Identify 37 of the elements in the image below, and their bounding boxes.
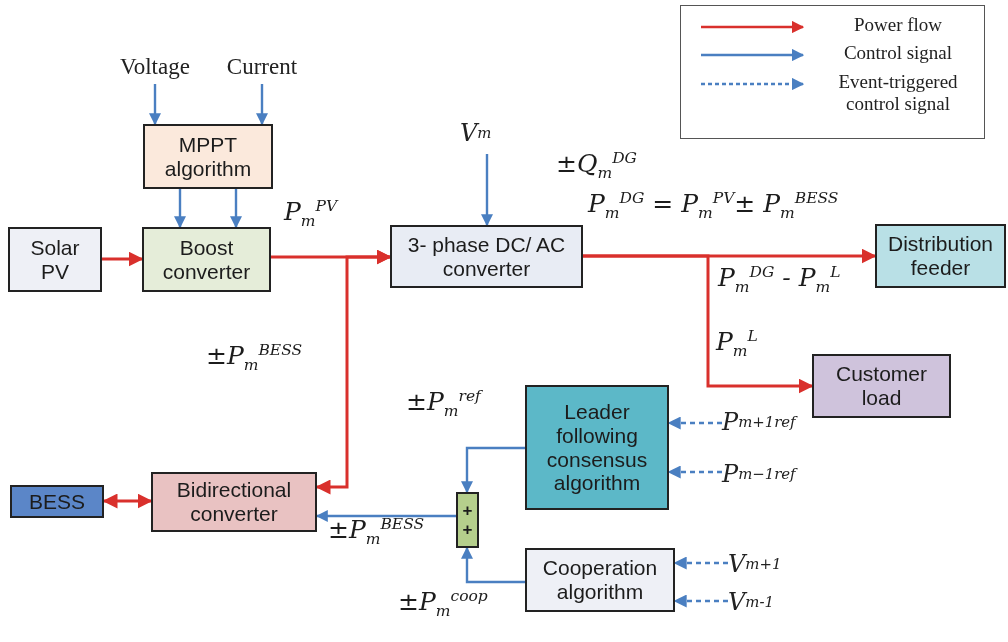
plus-sign: +: [462, 500, 473, 520]
box-label: Customer load: [835, 362, 928, 410]
process-box: [8, 227, 102, 292]
box-label: MPPT algorithm: [163, 133, 253, 180]
arrow: [149, 84, 161, 126]
process-box: [875, 224, 1006, 288]
legend-label: Power flow: [852, 14, 944, 37]
legend-label: Event-triggered control signal: [837, 70, 959, 116]
arrow: [461, 546, 525, 584]
plus-sign: +: [462, 520, 473, 540]
summing-block: [456, 492, 479, 548]
arrow: [102, 251, 144, 267]
process-box: [525, 548, 675, 612]
arrow: [461, 446, 525, 494]
process-box: [812, 354, 951, 418]
arrow: [256, 84, 268, 126]
process-box: [10, 485, 104, 518]
box-label: 3- phase DC/ AC converter: [406, 233, 567, 280]
box-label: Boost converter: [161, 236, 252, 283]
arrow: [583, 254, 814, 394]
box-label: BESS: [29, 489, 85, 514]
arrow: [230, 189, 242, 229]
signal-label: Current: [212, 50, 312, 84]
arrow: [174, 189, 186, 229]
box-label: Cooperation algorithm: [541, 556, 659, 604]
process-box: [151, 472, 317, 532]
box-label: Bidirectional converter: [175, 478, 293, 526]
box-label: Solar PV: [29, 236, 81, 283]
process-box: [390, 225, 583, 288]
process-box: [142, 227, 271, 292]
legend-label: Control signal: [842, 42, 954, 65]
box-label: Leader following consensus algorithm: [545, 400, 649, 495]
process-box: [525, 385, 669, 510]
signal-label: Voltage: [102, 50, 208, 84]
box-label: Distribution feeder: [886, 232, 994, 280]
process-box: [143, 124, 273, 189]
arrow: [481, 154, 493, 227]
